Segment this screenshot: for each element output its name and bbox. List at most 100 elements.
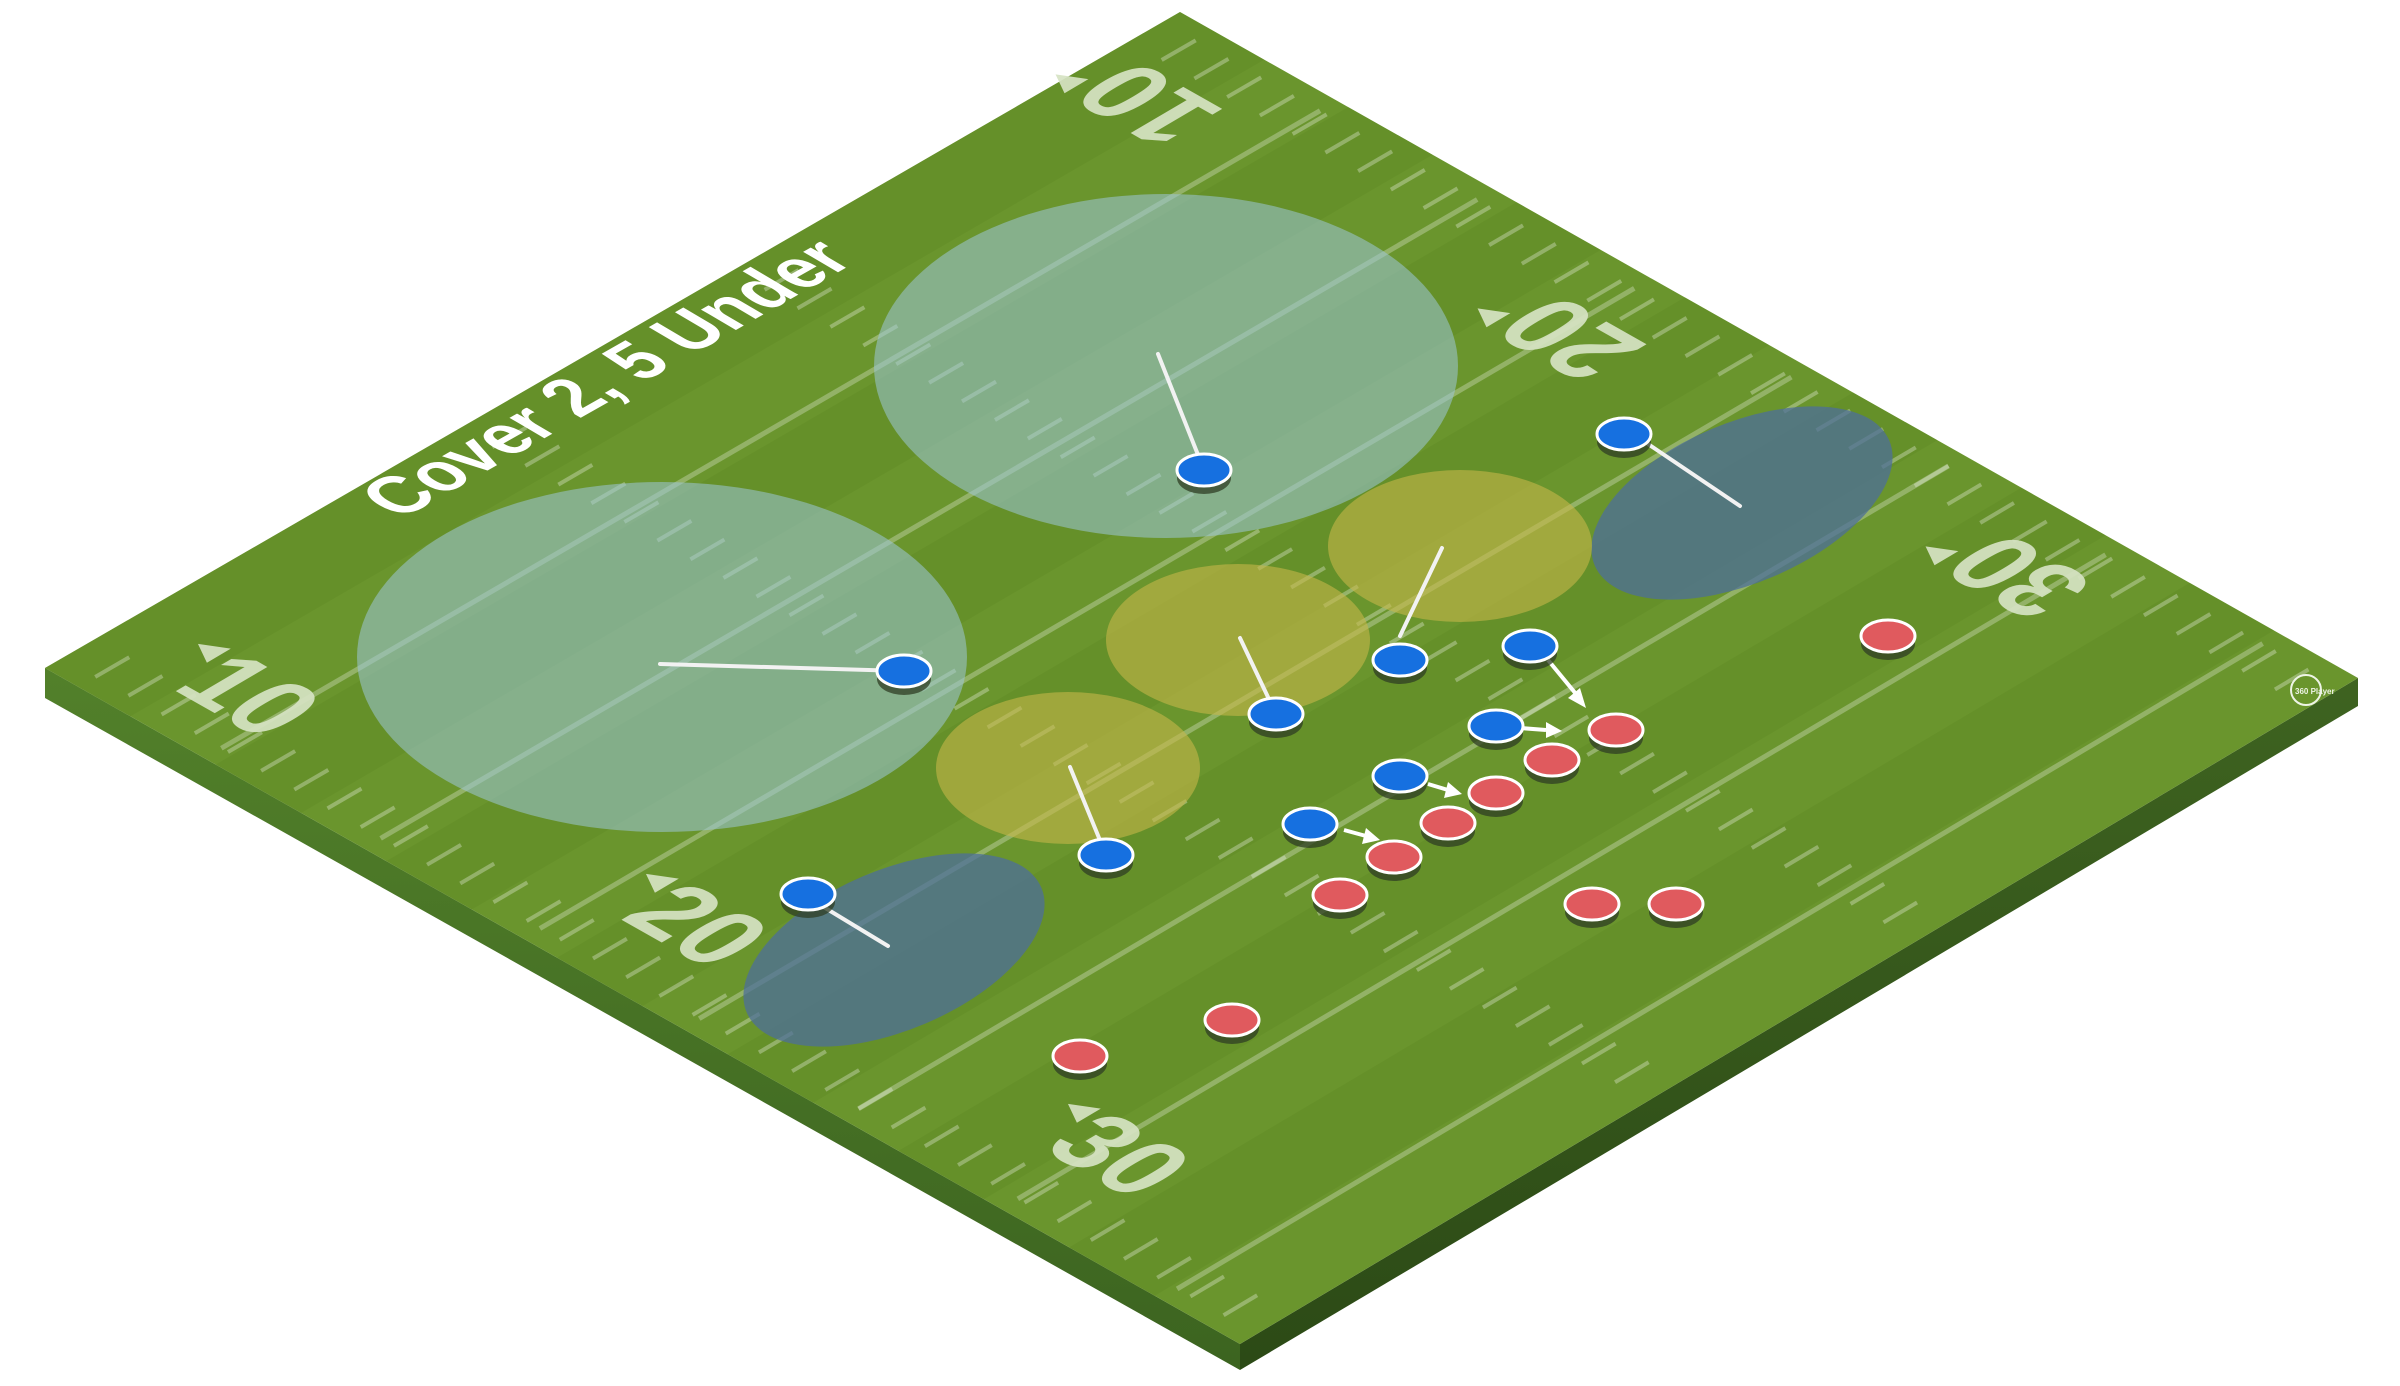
hash-mark: [392, 824, 429, 848]
player-marker-icon: [1587, 712, 1645, 748]
hash-mark: [1750, 371, 1786, 395]
offense-player: [1523, 742, 1581, 784]
hash-mark: [1283, 873, 1320, 898]
defense-player: [1175, 452, 1233, 494]
defense-player: [1467, 708, 1525, 750]
hash-mark: [1448, 967, 1485, 991]
zone-hook-curl-left: [936, 692, 1200, 844]
hash-mark: [127, 674, 164, 698]
field-stripe: [45, 12, 1265, 717]
hash-mark: [1717, 353, 1754, 377]
hash-mark: [1652, 770, 1688, 794]
player-marker-icon: [875, 653, 933, 689]
hash-mark: [829, 305, 866, 329]
hash-mark: [1849, 882, 1886, 906]
hash-mark: [1023, 1180, 1060, 1205]
yard-arrow-icon: [1477, 308, 1511, 328]
hash-mark: [1619, 751, 1655, 776]
hash-mark: [1520, 696, 1557, 720]
yard-arrow-icon: [1067, 1103, 1101, 1123]
hash-mark: [1816, 863, 1853, 887]
hash-mark: [1514, 1004, 1551, 1028]
hash-mark: [2175, 612, 2212, 636]
hash-mark: [1388, 621, 1425, 646]
hash-mark: [1156, 1256, 1192, 1280]
hash-mark: [260, 749, 297, 773]
player-marker-icon: [1647, 886, 1705, 922]
hash-mark: [824, 1068, 861, 1092]
player-marker-icon: [1467, 708, 1525, 744]
hash-mark: [193, 711, 230, 735]
hash-mark: [923, 1124, 960, 1148]
hash-mark: [1415, 948, 1452, 972]
logo-text: 360 Player: [2295, 687, 2335, 696]
player-marker-icon: [1371, 642, 1429, 678]
hash-mark: [524, 444, 561, 468]
field-stripe: [1069, 582, 2274, 1296]
hash-mark: [990, 1162, 1026, 1186]
hash-mark: [1783, 844, 1820, 869]
player-marker-icon: [779, 876, 837, 912]
hash-mark: [1224, 528, 1261, 552]
hash-mark: [1547, 1023, 1584, 1047]
hash-mark: [1619, 297, 1655, 321]
hash-mark: [691, 993, 728, 1017]
logo-badge-icon: [2290, 674, 2322, 706]
offense-player: [1203, 1002, 1261, 1044]
hash-mark: [1520, 242, 1557, 266]
assignment-line: [820, 904, 890, 948]
field-stripe: [898, 487, 2106, 1200]
hash-mark: [558, 918, 595, 942]
offense-player: [1051, 1038, 1109, 1080]
hash-mark: [1250, 855, 1287, 879]
hash-mark: [763, 268, 800, 292]
hash-mark: [293, 768, 330, 792]
defense-player: [875, 653, 933, 695]
arrowhead-icon: [1568, 688, 1586, 708]
hash-mark: [1684, 334, 1721, 358]
hash-mark: [1750, 826, 1787, 850]
hash-mark: [1979, 501, 2015, 525]
hash-mark: [1454, 658, 1491, 683]
defense-player: [1501, 628, 1559, 670]
player-marker-icon: [1523, 742, 1581, 778]
zone-hook-curl-right: [1328, 470, 1592, 622]
hash-mark: [796, 286, 833, 311]
hash-mark: [94, 655, 131, 679]
hash-mark: [226, 730, 263, 754]
defense-player: [1371, 758, 1429, 800]
player-marker-icon: [1467, 775, 1525, 811]
hash-mark: [2077, 556, 2114, 581]
player-marker-icon: [1859, 618, 1917, 654]
route-arrows: [1343, 658, 1586, 844]
hash-mark: [1160, 38, 1197, 62]
hash-mark: [1422, 186, 1459, 210]
assignment-line: [1646, 442, 1742, 508]
hash-mark: [1553, 260, 1590, 284]
zone-deep-half-left: [357, 482, 967, 832]
yard-line: [1175, 641, 2264, 1292]
hash-mark: [1291, 112, 1328, 136]
hash-marks: [94, 38, 2310, 1317]
hash-mark: [1913, 464, 1950, 488]
player-marker-icon: [1281, 806, 1339, 842]
hash-mark: [359, 805, 396, 829]
offense-player: [1563, 886, 1621, 928]
hash-mark: [1389, 168, 1426, 192]
hash-mark: [1056, 1199, 1093, 1224]
route-arrow: [1546, 658, 1586, 708]
yard-arrow-icon: [1055, 74, 1089, 94]
hash-mark: [1946, 482, 1983, 507]
offense-player: [1419, 805, 1477, 847]
hash-mark: [1455, 205, 1492, 229]
hash-mark: [1614, 1060, 1650, 1084]
arrowhead-icon: [1444, 782, 1462, 798]
hash-mark: [557, 463, 594, 487]
player-marker-icon: [1247, 696, 1305, 732]
hash-mark: [426, 843, 462, 867]
arrowhead-icon: [1546, 722, 1562, 738]
hash-mark: [1488, 223, 1525, 247]
hash-mark: [890, 1105, 927, 1130]
player-marker-icon: [1371, 758, 1429, 794]
defense-player: [1077, 837, 1135, 879]
